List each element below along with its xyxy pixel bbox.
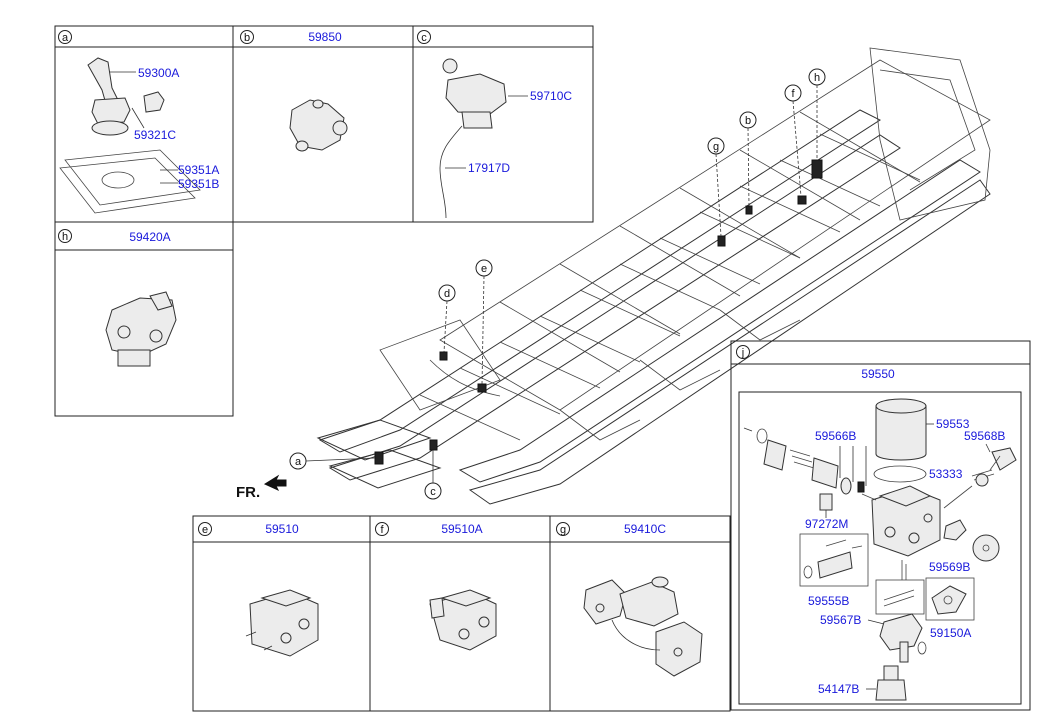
panel-b-letter: b: [244, 32, 250, 44]
part-59568B: 59568B: [964, 429, 1005, 443]
part-59351B: 59351B: [178, 177, 219, 191]
panel-c: c 59710C 17917D: [412, 25, 594, 223]
panel-c-letter: c: [421, 32, 427, 44]
part-17917D: 17917D: [468, 161, 510, 175]
front-arrow-icon: [263, 474, 287, 492]
panel-j: j 59550 59553 53333 59566B 59568B: [730, 340, 1031, 711]
panel-a-letter: a: [62, 32, 69, 44]
panel-h-title: 59420A: [129, 230, 170, 244]
chassis-frame: [316, 47, 991, 505]
part-59710C: 59710C: [530, 89, 572, 103]
callout-c: c: [430, 486, 436, 498]
panel-f: f 59510A: [369, 515, 551, 712]
panel-e-letter: e: [202, 524, 208, 536]
panel-g: g 59410C: [549, 515, 731, 712]
part-59566B: 59566B: [815, 429, 856, 443]
panel-g-letter: g: [560, 524, 566, 536]
part-59567B: 59567B: [820, 613, 861, 627]
panel-f-letter: f: [380, 524, 384, 536]
part-59300A: 59300A: [138, 66, 179, 80]
panel-f-title: 59510A: [441, 522, 482, 536]
callout-a: a: [295, 456, 302, 468]
part-59553: 59553: [936, 417, 970, 431]
panel-b-title: 59850: [308, 30, 342, 44]
callout-h: h: [814, 72, 820, 84]
panel-e: e 59510: [192, 515, 371, 712]
callout-e: e: [481, 263, 487, 275]
panel-e-title: 59510: [265, 522, 299, 536]
part-53333: 53333: [929, 467, 963, 481]
part-54147B: 54147B: [818, 682, 859, 696]
callout-g: g: [713, 141, 719, 153]
part-59555B: 59555B: [808, 594, 849, 608]
callout-b: b: [745, 115, 751, 127]
panel-j-letter: j: [741, 347, 744, 359]
frame-callouts: a b c d e f g h: [289, 68, 826, 500]
front-label: FR.: [236, 484, 260, 501]
panel-h: h 59420A: [54, 221, 234, 417]
part-59351A: 59351A: [178, 163, 219, 177]
part-59569B: 59569B: [929, 560, 970, 574]
part-59321C: 59321C: [134, 128, 176, 142]
panel-h-letter: h: [62, 231, 68, 243]
panel-a: a 59300A 59321C 59351A 59351B: [54, 25, 234, 223]
panel-j-title: 59550: [861, 367, 895, 381]
part-97272M: 97272M: [805, 517, 848, 531]
panel-b: b 59850: [232, 25, 414, 223]
part-59150A: 59150A: [930, 626, 971, 640]
callout-f: f: [791, 88, 795, 100]
callout-d: d: [444, 288, 450, 300]
panel-g-title: 59410C: [624, 522, 666, 536]
front-indicator: FR.: [236, 474, 287, 501]
